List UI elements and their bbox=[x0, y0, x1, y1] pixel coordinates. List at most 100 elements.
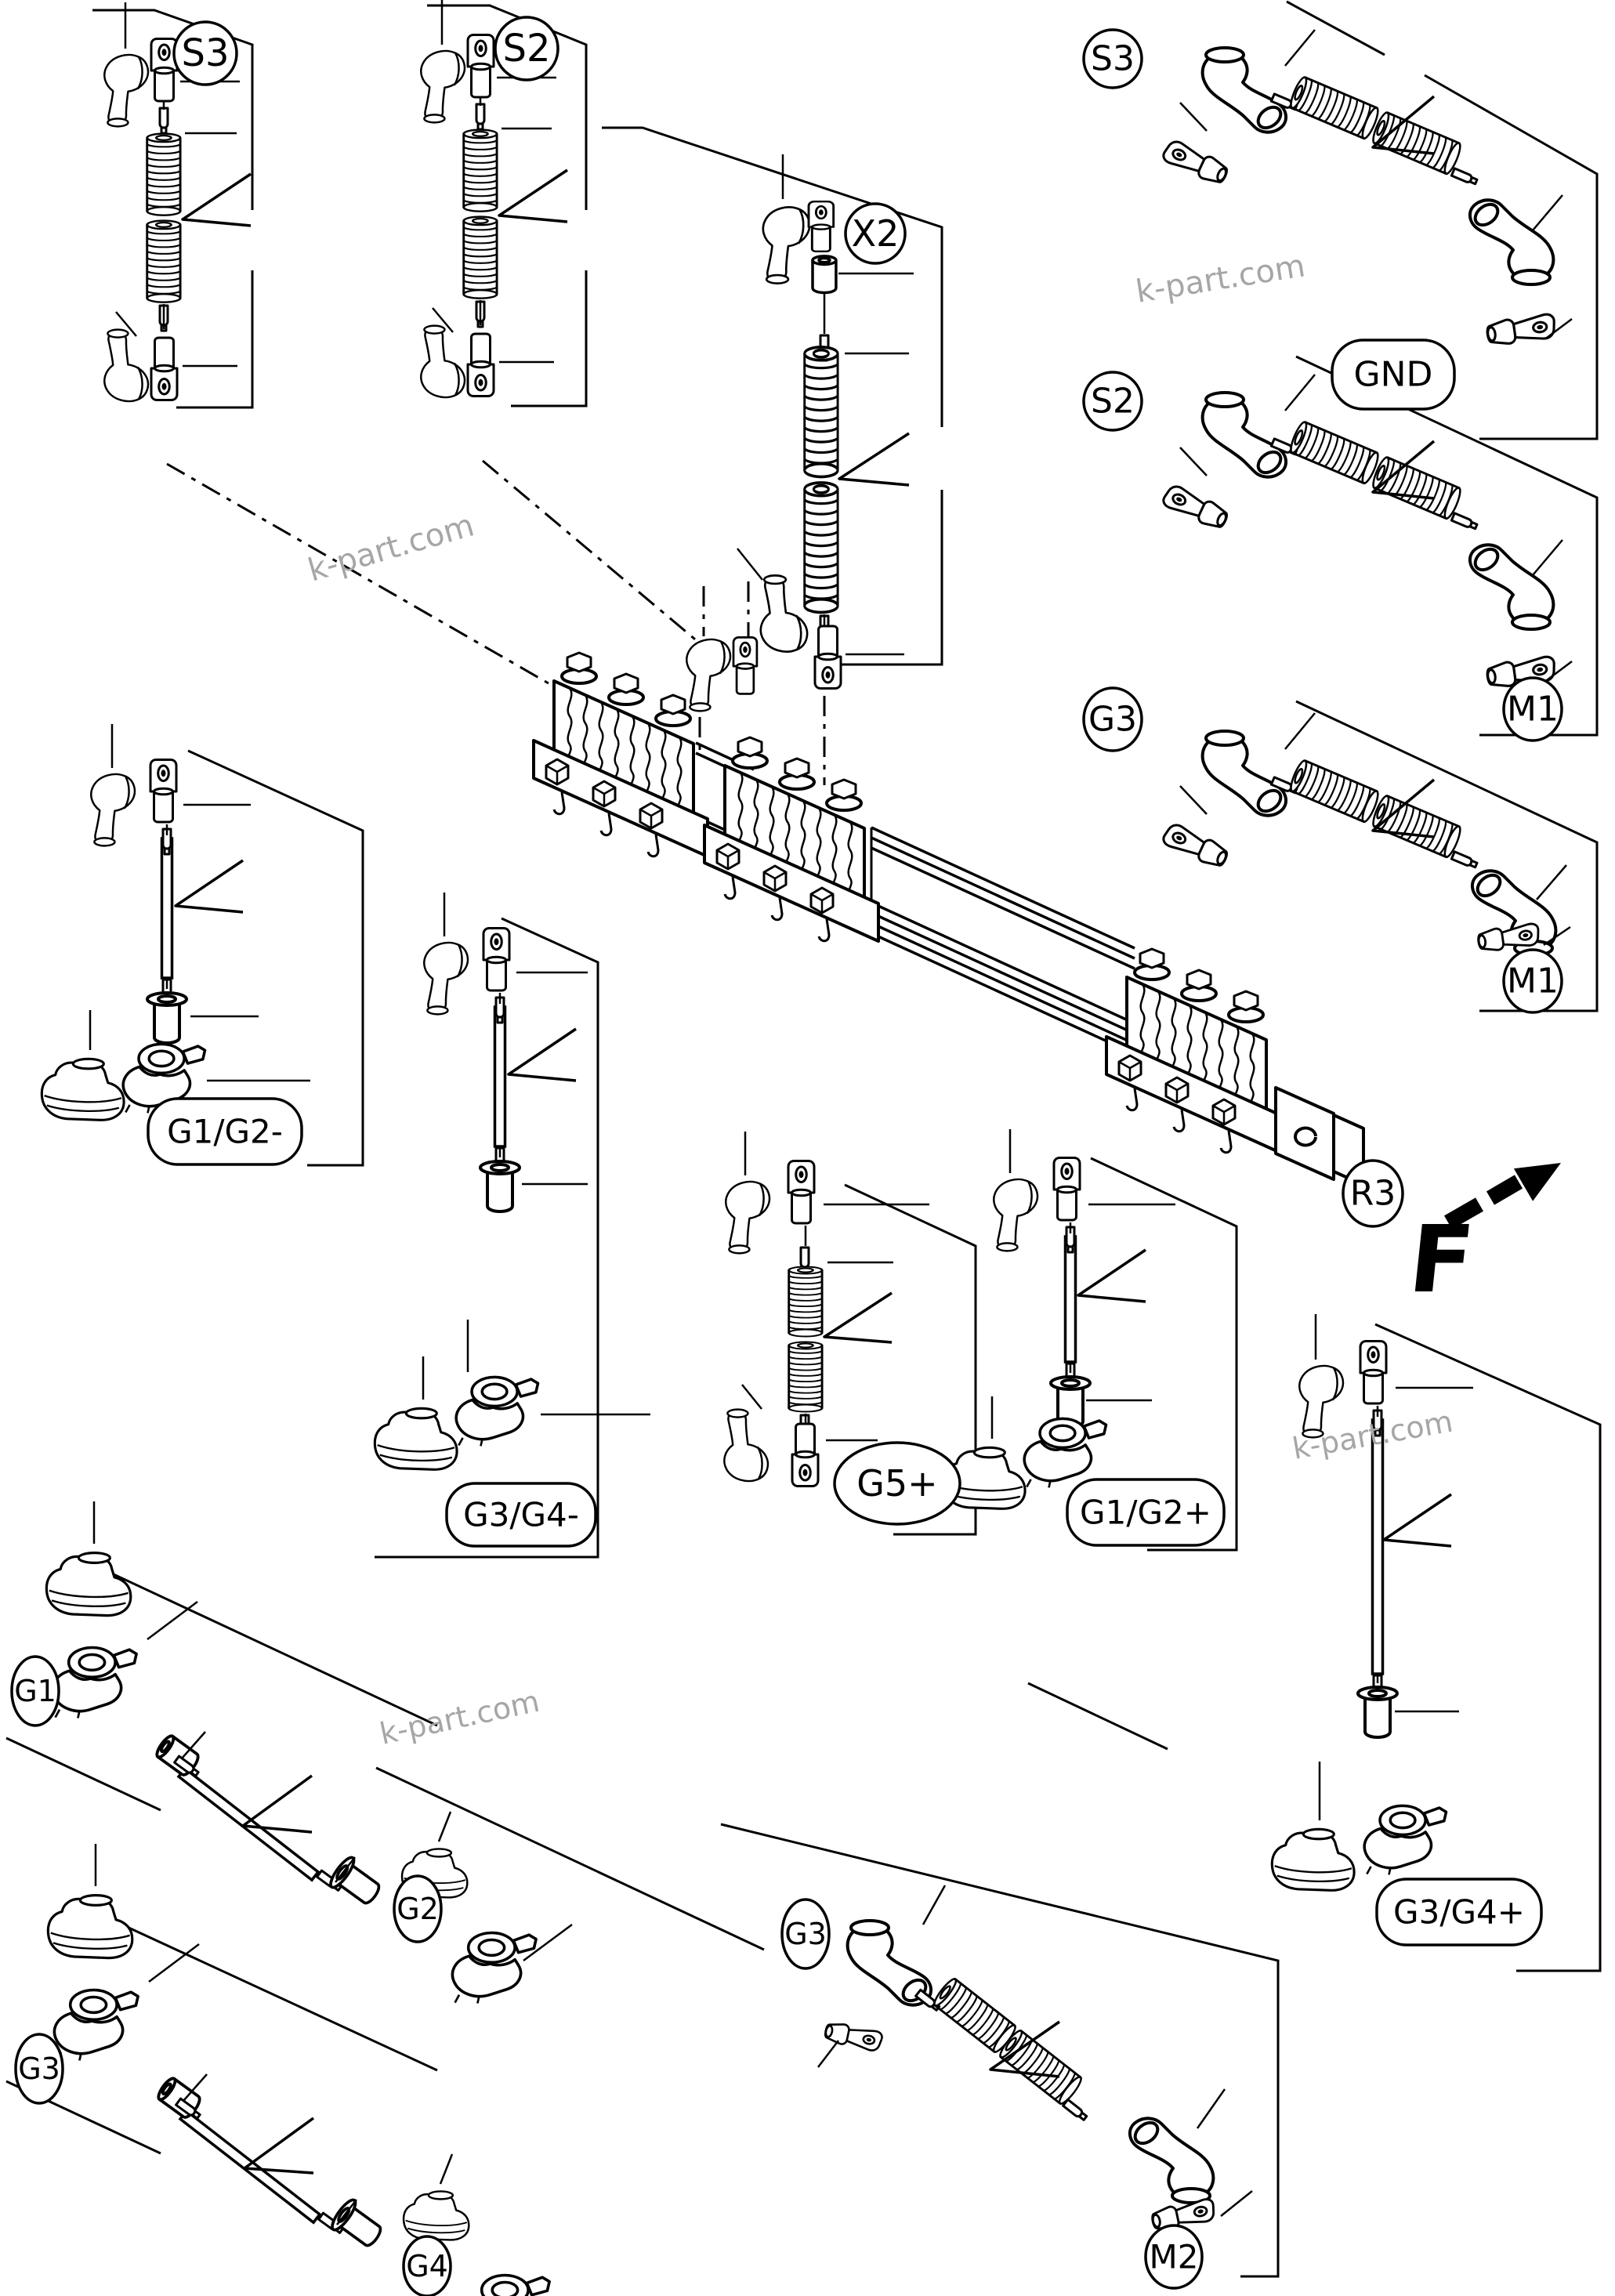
bracket-line bbox=[844, 1183, 977, 1536]
terminal-block bbox=[532, 651, 1365, 1186]
part-sleeve bbox=[811, 255, 838, 295]
label-text: S3 bbox=[1091, 39, 1135, 79]
bracket-line bbox=[375, 917, 599, 1559]
part-label-m1-upper: M1 bbox=[1502, 676, 1563, 742]
mounting-tab bbox=[1274, 1086, 1335, 1181]
leader-line bbox=[1284, 29, 1316, 67]
label-outline bbox=[10, 1655, 60, 1727]
bracket-line bbox=[511, 270, 588, 407]
label-outline bbox=[1342, 1159, 1404, 1228]
part-lugv bbox=[787, 1160, 816, 1225]
part-lugv bbox=[466, 34, 495, 99]
label-outline bbox=[172, 20, 238, 86]
part-lugv bbox=[149, 759, 178, 824]
label-text: M1 bbox=[1507, 961, 1559, 1001]
part-label-g3-left: G3 bbox=[14, 2033, 64, 2105]
part-lugv bbox=[1052, 1157, 1081, 1222]
label-text: S3 bbox=[181, 31, 229, 75]
break-arrow bbox=[243, 2117, 315, 2175]
label-text: R3 bbox=[1350, 1174, 1396, 1214]
busbar-rail bbox=[871, 901, 1135, 1025]
label-text: GND bbox=[1354, 355, 1433, 395]
leader-line bbox=[148, 1943, 200, 1983]
leader-line bbox=[115, 311, 137, 337]
part-label-r3: R3 bbox=[1342, 1159, 1404, 1228]
part-lugv bbox=[813, 625, 842, 690]
break-arrow bbox=[1382, 1493, 1452, 1548]
direction-letter: F bbox=[1404, 1205, 1479, 1313]
direction-mark: F bbox=[1404, 1163, 1561, 1313]
label-text: G3 bbox=[784, 1917, 827, 1951]
leader-line bbox=[922, 1885, 947, 1925]
leader-line bbox=[1546, 318, 1573, 339]
break-arrow bbox=[241, 1774, 313, 1834]
label-text: G5+ bbox=[856, 1462, 937, 1505]
part-pin bbox=[475, 103, 486, 131]
bracket-line bbox=[602, 126, 943, 427]
part-label-g1: G1 bbox=[10, 1655, 60, 1727]
part-pin bbox=[158, 107, 169, 135]
label-text: G3 bbox=[1088, 700, 1137, 740]
leader-line bbox=[1536, 864, 1567, 900]
label-outline bbox=[780, 1898, 831, 1970]
label-text: M1 bbox=[1507, 690, 1559, 730]
label-outline bbox=[147, 1097, 303, 1166]
part-lugv bbox=[466, 332, 495, 397]
label-text: M2 bbox=[1150, 2238, 1199, 2276]
part-label-g3-mid: G3 bbox=[780, 1898, 831, 1970]
label-outline bbox=[402, 2235, 452, 2296]
part-label-s3-left: S3 bbox=[172, 20, 238, 86]
break-arrow bbox=[1371, 778, 1436, 838]
part-label-g4: G4 bbox=[402, 2235, 452, 2296]
leader-line bbox=[1532, 194, 1563, 231]
leader-line bbox=[1196, 2088, 1226, 2129]
direction-arrow-shaft bbox=[1486, 1175, 1523, 1205]
label-outline bbox=[1082, 371, 1143, 432]
break-arrow bbox=[1371, 440, 1436, 500]
part-lugv bbox=[482, 927, 511, 992]
cable-tube bbox=[1063, 1235, 1077, 1363]
part-lugv bbox=[1359, 1340, 1388, 1405]
leader-line bbox=[336, 2199, 357, 2225]
part-label-m2: M2 bbox=[1144, 2224, 1204, 2290]
leader-line bbox=[1543, 925, 1571, 947]
label-outline bbox=[833, 1441, 961, 1526]
label-outline bbox=[393, 1874, 443, 1943]
leader-line bbox=[432, 307, 454, 333]
leader-line bbox=[817, 2040, 839, 2068]
leader-line bbox=[737, 548, 763, 581]
part-label-g2: G2 bbox=[393, 1874, 443, 1943]
leader-lines bbox=[89, 0, 1573, 2225]
cable-tube bbox=[1371, 1418, 1385, 1675]
break-arrow bbox=[507, 1027, 577, 1082]
bracket-line bbox=[720, 1823, 1280, 2278]
label-text: X2 bbox=[852, 212, 900, 255]
leader-line bbox=[181, 1731, 206, 1759]
bracket-line bbox=[1424, 74, 1599, 440]
label-outline bbox=[1375, 1878, 1543, 1947]
cable-parts bbox=[40, 34, 1558, 2296]
label-text: G1 bbox=[14, 1674, 56, 1708]
part-label-g5-plus: G5+ bbox=[833, 1441, 961, 1526]
label-outline bbox=[1502, 948, 1563, 1014]
leader-line bbox=[335, 1856, 356, 1883]
leader-line bbox=[1532, 539, 1563, 576]
bracket-line bbox=[74, 1901, 438, 2072]
leader-line bbox=[523, 1923, 573, 1962]
break-arrow bbox=[823, 1291, 893, 1344]
bracket-line bbox=[375, 1766, 765, 1951]
break-arrow bbox=[1371, 95, 1436, 155]
part-label-s2-left: S2 bbox=[494, 16, 559, 81]
busbar-rail bbox=[871, 922, 1135, 1045]
part-label-gnd: GND bbox=[1331, 339, 1456, 411]
part-lugv bbox=[150, 336, 179, 401]
label-text: G3/G4- bbox=[463, 1496, 579, 1534]
label-outline bbox=[1331, 339, 1456, 411]
leader-line bbox=[439, 2153, 454, 2185]
busbar-rail bbox=[871, 846, 1135, 970]
direction-arrow-head bbox=[1513, 1163, 1561, 1201]
part-label-m1-lower: M1 bbox=[1502, 948, 1563, 1014]
